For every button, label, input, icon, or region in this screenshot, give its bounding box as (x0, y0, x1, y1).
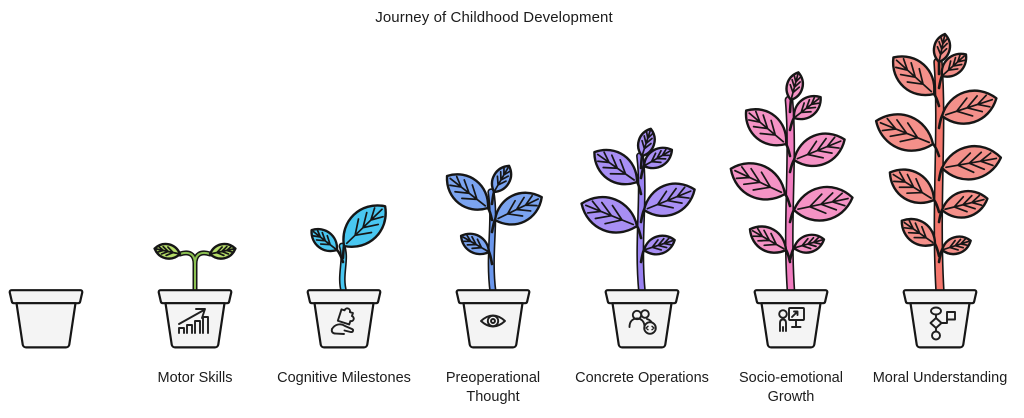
diagram-title: Journey of Childhood Development (375, 9, 613, 26)
stage-concrete-operations: Concrete Operations (557, 0, 727, 418)
stage-cognitive-milestones: Cognitive Milestones (259, 0, 429, 418)
hand-puzzle-icon (330, 307, 355, 335)
stage-label-cognitive-milestones: Cognitive Milestones (277, 370, 411, 386)
stage-label-concrete-operations: Concrete Operations (575, 370, 709, 386)
plant-pot (604, 289, 680, 349)
stage-label-moral-understanding: Moral Understanding (872, 370, 1008, 386)
plant-pot (455, 289, 531, 349)
plant-pot (306, 289, 382, 349)
plant (868, 31, 1006, 297)
stage-label-motor-skills: Motor Skills (157, 370, 233, 386)
plant-pot (753, 289, 829, 349)
plant-pot (902, 289, 978, 349)
stage-label-preoperational-thought: Preoperational Thought (445, 370, 541, 405)
growth-chart-icon (178, 308, 209, 334)
stage-empty-pot (0, 0, 131, 418)
stage-motor-skills: Motor Skills (110, 0, 280, 418)
stage-socio-emotional-growth: Socio-emotional Growth (706, 0, 876, 418)
user-group-icon (628, 309, 657, 335)
stage-moral-understanding: Moral Understanding (855, 0, 1024, 418)
plant-pot (157, 289, 233, 349)
plant-sprout (152, 241, 238, 295)
flowchart-icon (929, 306, 956, 341)
plant (574, 125, 702, 296)
plant (437, 161, 550, 296)
plant (305, 193, 398, 296)
plant (722, 69, 858, 297)
plant-pot (8, 289, 84, 349)
stage-preoperational-thought: Preoperational Thought (408, 0, 578, 418)
presentation-icon (778, 307, 805, 332)
stage-label-socio-emotional-growth: Socio-emotional Growth (739, 370, 843, 405)
eye-icon (480, 314, 506, 328)
